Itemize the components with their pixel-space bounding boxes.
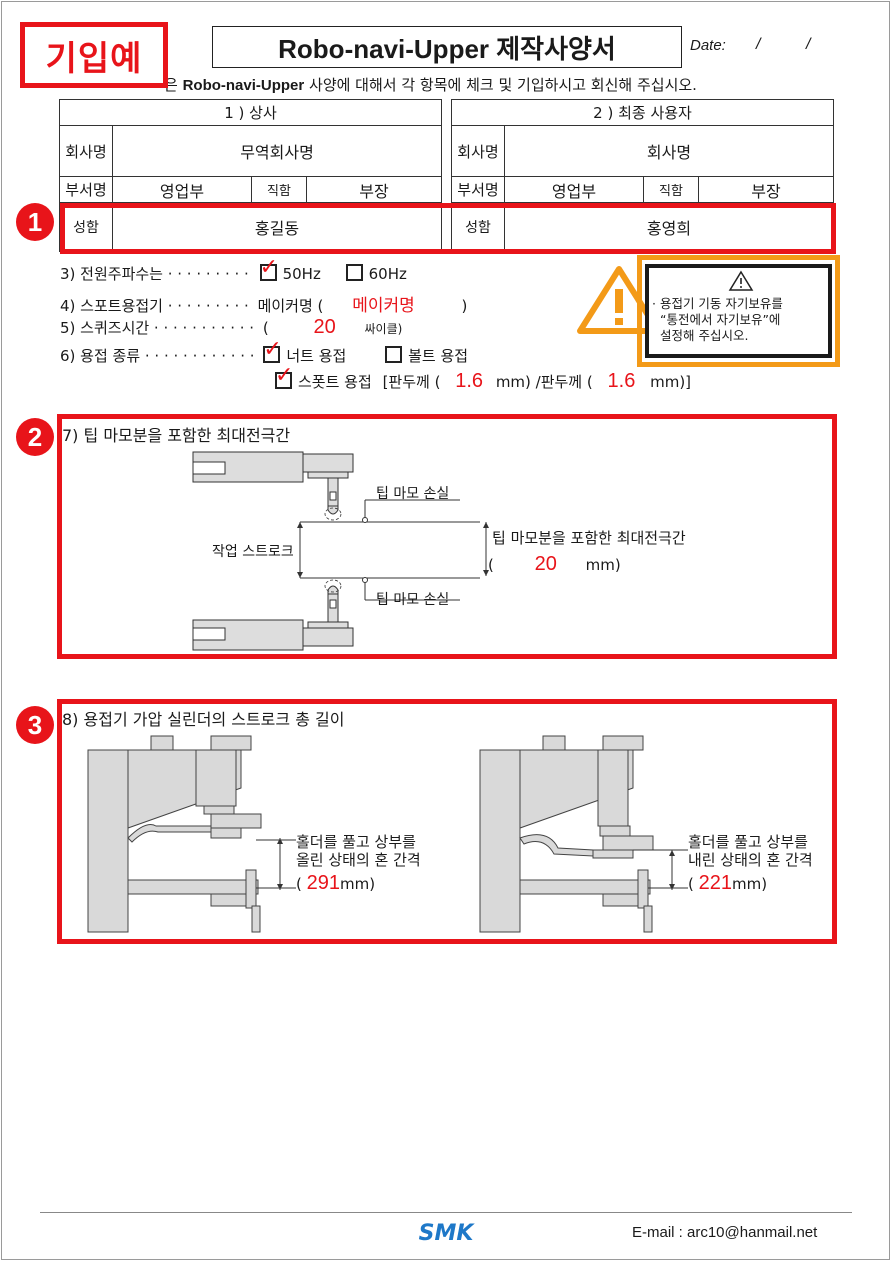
thickness-value-1[interactable]: 1.6	[455, 370, 484, 392]
welder-prefix: 메이커명 (	[257, 297, 324, 315]
position-value: 부장	[698, 176, 834, 203]
highlight-box-2	[57, 414, 837, 659]
footer-email: E-mail : arc10@hanmail.net	[632, 1224, 818, 1241]
dept-label: 부서명	[451, 176, 505, 203]
weld-type-row: 6) 용접 종류 · · · · · · · · · · · · ✓너트 용접 …	[60, 339, 469, 366]
frequency-row: 3) 전원주파수는 · · · · · · · · · ✓50Hz 60Hz	[60, 257, 407, 284]
option-50hz: 50Hz	[282, 265, 321, 283]
warning-box	[637, 255, 840, 367]
date-label: Date:	[690, 37, 726, 54]
checkbox-bolt-weld[interactable]	[385, 346, 403, 363]
position-label: 직함	[251, 176, 307, 203]
company-label: 회사명	[451, 125, 505, 177]
company-label: 회사명	[59, 125, 113, 177]
example-stamp: 기입예	[20, 22, 168, 88]
thickness-prefix: [판두께 (	[382, 373, 441, 391]
gap-dimension-line	[483, 522, 489, 576]
company-value: 회사명	[504, 125, 834, 177]
check-mark-icon: ✓	[259, 255, 279, 280]
intro-text: 은 Robo-navi-Upper 사양에 대해서 각 항목에 체크 및 기입하…	[164, 76, 697, 94]
squeeze-unit: 싸이클)	[364, 322, 403, 336]
welder-up-diagram	[87, 735, 296, 933]
electrode-gap-diagram	[192, 451, 480, 651]
document-title: Robo-navi-Upper 제작사양서	[212, 26, 682, 68]
right-gap-value[interactable]: 221	[698, 872, 733, 894]
spot-weld-row: ✓ 스폿트 용접 [판두께 ( 1.6 mm) /판두께 ( 1.6 mm)]	[275, 365, 692, 393]
welder-maker-value[interactable]: 메이커명	[352, 296, 415, 316]
max-gap-row: ( 20 mm)	[488, 553, 621, 575]
checkbox-60hz[interactable]	[345, 264, 363, 281]
squeeze-time-value[interactable]: 20	[313, 316, 336, 338]
checkbox-50hz[interactable]: ✓	[259, 257, 278, 281]
tip-wear-label-top: 팁 마모 손실	[376, 486, 450, 502]
checkbox-spot-weld[interactable]: ✓	[275, 365, 293, 389]
position-label: 직함	[643, 176, 699, 203]
thickness-suffix: mm)]	[650, 373, 692, 391]
step-badge-1: 1	[16, 203, 54, 241]
left-gap-dimension-line	[277, 838, 283, 890]
welder-suffix: )	[461, 297, 468, 315]
company-value: 무역회사명	[112, 125, 442, 177]
welder-down-diagram	[479, 735, 688, 933]
section-title: 7) 팁 마모분을 포함한 최대전극간	[62, 426, 291, 445]
checkbox-nut-weld[interactable]: ✓	[263, 339, 282, 363]
option-spot-weld: 스폿트 용접	[298, 373, 372, 391]
work-stroke-label: 작업 스트로크	[212, 544, 294, 560]
welder-row: 4) 스포트용접기 · · · · · · · · · 메이커명 ( 메이커명 …	[60, 291, 467, 316]
step-badge-2: 2	[16, 418, 54, 456]
warning-text: · 용접기 기동 자기보유를 “통전에서 자기보유”에 설정해 주십시오.	[652, 296, 783, 343]
weld-type-label: 6) 용접 종류 · · · · · · · · · · · ·	[60, 347, 255, 365]
highlight-box-3	[57, 699, 837, 944]
max-gap-label: 팁 마모분을 포함한 최대전극간	[492, 529, 686, 547]
left-gap-row: ( 291mm)	[296, 872, 376, 894]
table-header: 1 ) 상사	[59, 99, 442, 126]
check-mark-icon: ✓	[275, 363, 294, 388]
option-nut-weld: 너트 용접	[286, 347, 347, 365]
dept-value: 영업부	[504, 176, 644, 203]
squeeze-open: (	[262, 319, 269, 337]
right-gap-label: 홀더를 풀고 상부를 내린 상태의 혼 간격	[688, 833, 813, 869]
date-separator: /	[806, 36, 811, 53]
dept-label: 부서명	[59, 176, 113, 203]
check-mark-icon: ✓	[263, 337, 282, 362]
svg-text:SMK: SMK	[419, 1221, 476, 1244]
right-gap-row: ( 221mm)	[688, 872, 768, 894]
right-gap-dimension-line	[669, 850, 675, 890]
table-header: 2 ) 최종 사용자	[451, 99, 834, 126]
caution-icon	[728, 270, 754, 291]
thickness-value-2[interactable]: 1.6	[607, 370, 636, 392]
squeeze-row: 5) 스퀴즈시간 · · · · · · · · · · · ( 20 싸이클)	[60, 316, 402, 339]
squeeze-label: 5) 스퀴즈시간 · · · · · · · · · · ·	[60, 319, 255, 337]
thickness-mid: mm) /판두께 (	[495, 373, 593, 391]
highlight-box-1	[60, 203, 836, 254]
left-gap-value[interactable]: 291	[306, 872, 341, 894]
tip-wear-label-bottom: 팁 마모 손실	[376, 592, 450, 608]
section-title: 8) 용접기 가압 실린더의 스트로크 총 길이	[62, 710, 345, 729]
frequency-label: 3) 전원주파수는 · · · · · · · · ·	[60, 265, 249, 283]
step-badge-3: 3	[16, 706, 54, 744]
option-60hz: 60Hz	[368, 265, 407, 283]
left-gap-label: 홀더를 풀고 상부를 올린 상태의 혼 간격	[296, 833, 421, 869]
position-value: 부장	[306, 176, 442, 203]
warning-inner-box	[645, 264, 832, 358]
welder-label: 4) 스포트용접기 · · · · · · · · ·	[60, 297, 249, 315]
option-bolt-weld: 볼트 용접	[408, 347, 469, 365]
date-separator: /	[756, 36, 761, 53]
footer-divider	[40, 1212, 852, 1213]
dept-value: 영업부	[112, 176, 252, 203]
name-label: 성함	[59, 202, 113, 252]
max-gap-value[interactable]: 20	[534, 553, 557, 575]
smk-logo: SMK	[419, 1221, 476, 1244]
